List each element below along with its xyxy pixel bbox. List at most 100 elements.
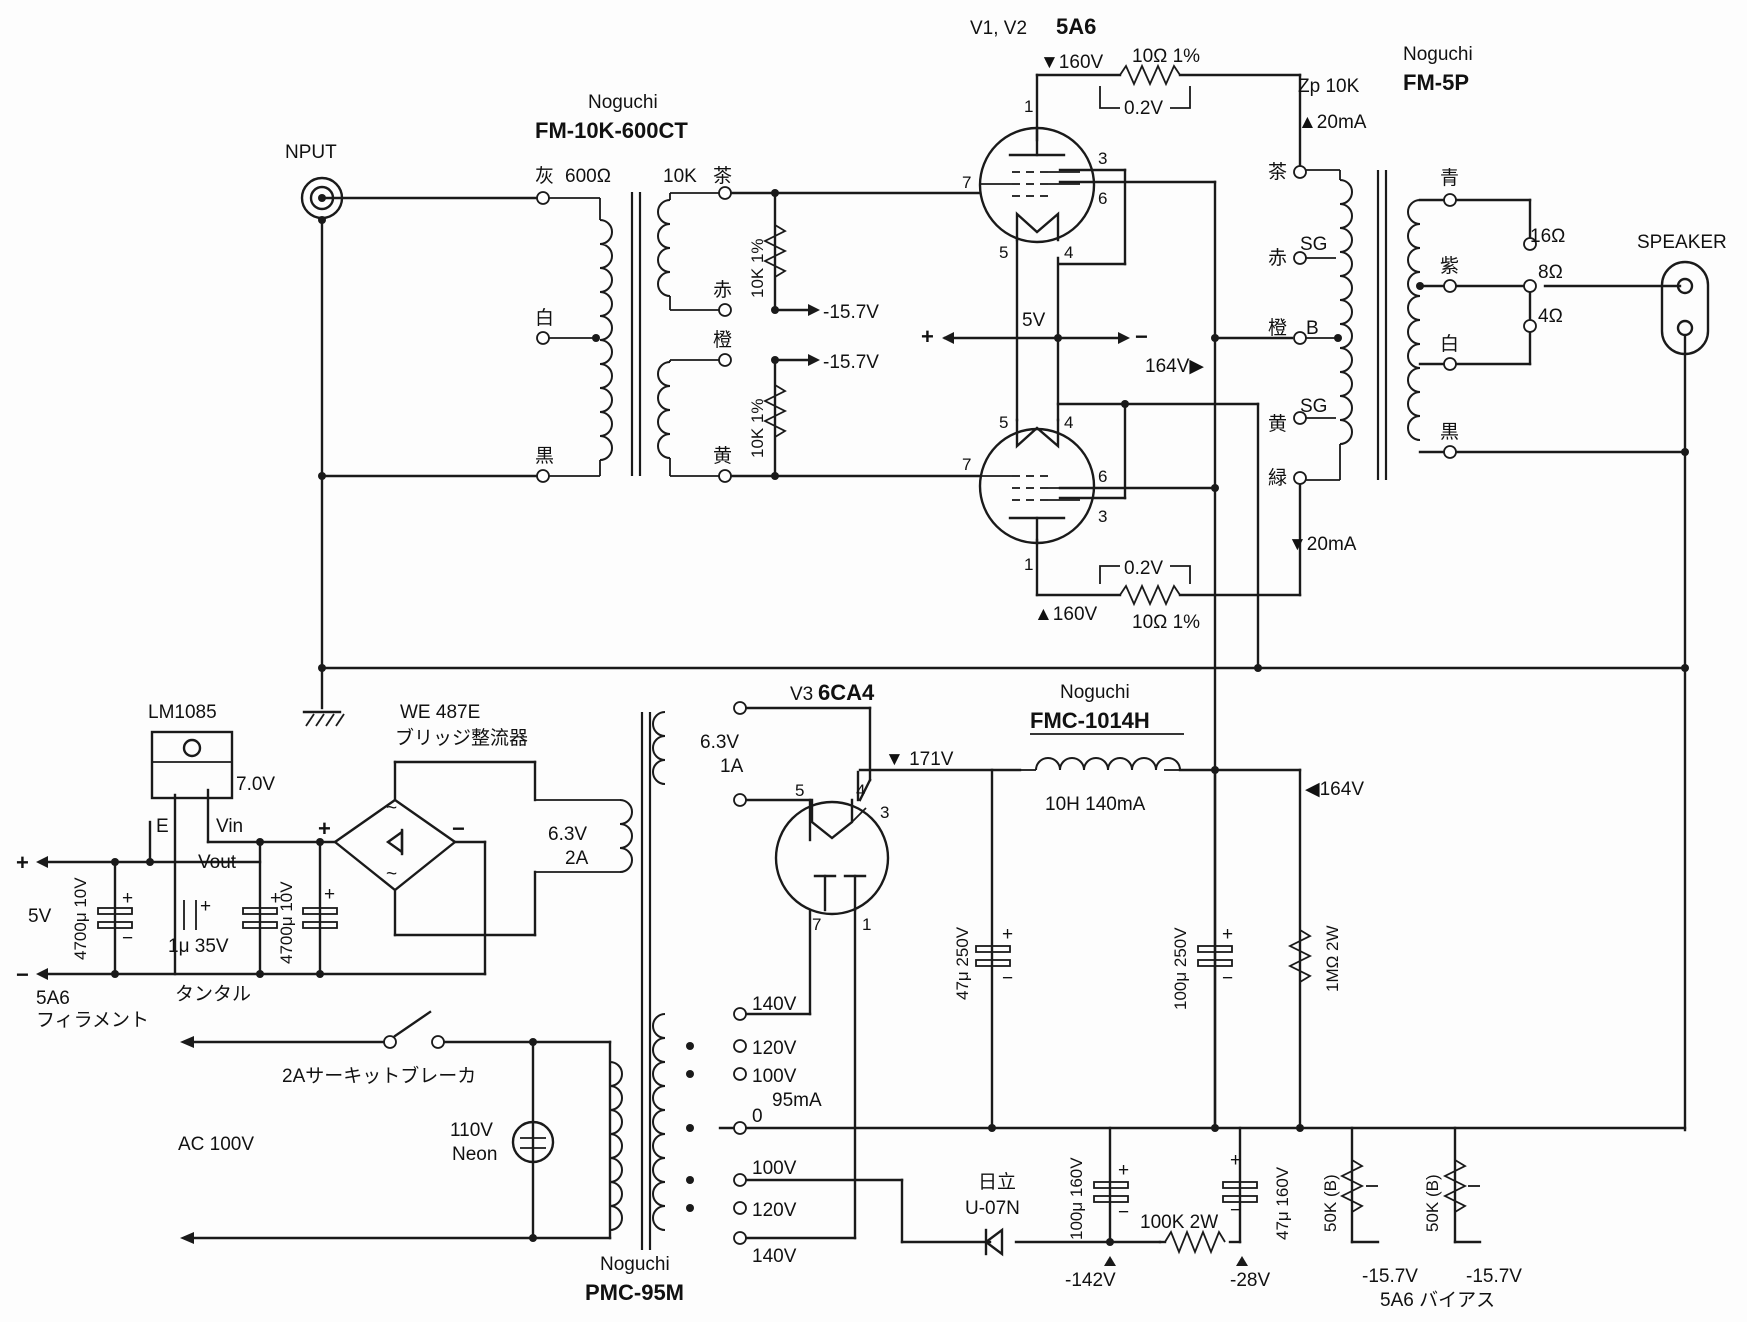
hv-filter: Noguchi FMC-1014H 10H 140mA ◀164V + − 47… [953, 682, 1364, 1010]
svg-text:1: 1 [862, 915, 871, 934]
svg-text:3: 3 [880, 803, 889, 822]
plate-resistors: 10Ω 1% 0.2V ▼160V 0.2V 10Ω 1% ▲160V ▲20m… [1034, 46, 1367, 633]
svg-text:−: − [452, 816, 465, 841]
svg-text:100K 2W: 100K 2W [1140, 1212, 1218, 1233]
svg-text:6: 6 [1098, 189, 1107, 208]
svg-text:Zp 10K: Zp 10K [1298, 76, 1360, 97]
svg-text:16Ω: 16Ω [1530, 226, 1565, 247]
filament-supply: LM1085 7.0V E Vin Vout ~ ~ + − WE 487E ブ… [16, 702, 528, 1031]
svg-text:▼ 171V: ▼ 171V [885, 749, 954, 770]
r-10k-1: 10K 1% [748, 238, 767, 298]
svg-text:日立: 日立 [978, 1171, 1016, 1193]
svg-text:100μ 250V: 100μ 250V [1171, 927, 1190, 1010]
filament-5v: + 5V − 164V▶ [921, 310, 1204, 377]
svg-text:Noguchi: Noguchi [1403, 44, 1473, 65]
svg-text:10Ω 1%: 10Ω 1% [1132, 612, 1200, 633]
svg-text:黒: 黒 [1440, 422, 1459, 443]
svg-text:SG: SG [1300, 234, 1327, 255]
svg-text:−: − [1230, 1200, 1241, 1221]
svg-text:橙: 橙 [1268, 317, 1287, 339]
svg-text:1A: 1A [720, 756, 744, 777]
junction-dots [111, 189, 1689, 1246]
svg-text:4: 4 [1064, 413, 1073, 432]
svg-text:Neon: Neon [452, 1144, 497, 1165]
tap-black: 黒 [535, 446, 554, 467]
svg-text:B: B [1306, 318, 1319, 339]
svg-text:+: + [324, 884, 335, 905]
svg-text:▲160V: ▲160V [1034, 604, 1098, 625]
svg-text:−: − [16, 962, 29, 987]
svg-text:+: + [318, 816, 331, 841]
svg-text:0.2V: 0.2V [1124, 558, 1163, 579]
svg-text:+: + [1002, 924, 1013, 945]
svg-text:0.2V: 0.2V [1124, 98, 1163, 119]
svg-text:▲20mA: ▲20mA [1298, 112, 1367, 133]
svg-text:4700μ 10V: 4700μ 10V [277, 881, 296, 964]
svg-text:120V: 120V [752, 1038, 797, 1059]
svg-text:4700μ 10V: 4700μ 10V [71, 877, 90, 960]
grid-resistors: 10K 1% 10K 1% -15.7V -15.7V [748, 224, 879, 458]
svg-text:+: + [1222, 924, 1233, 945]
svg-text:47μ 250V: 47μ 250V [953, 926, 972, 1000]
svg-text:+: + [16, 850, 29, 875]
svg-text:7: 7 [962, 173, 971, 192]
svg-text:SG: SG [1300, 396, 1327, 417]
svg-text:+: + [200, 896, 211, 917]
neg157-1: -15.7V [823, 302, 879, 323]
input-jack[interactable]: NPUT [285, 142, 344, 220]
tube-v2: 5 4 7 6 3 1 [962, 413, 1107, 574]
svg-text:5A6 バイアス: 5A6 バイアス [1380, 1290, 1495, 1311]
neg157-2: -15.7V [823, 352, 879, 373]
svg-text:10H 140mA: 10H 140mA [1045, 794, 1146, 815]
svg-text:−: − [1135, 324, 1148, 349]
svg-text:+: + [1230, 1150, 1241, 1171]
svg-text:7: 7 [812, 915, 821, 934]
svg-text:−: − [1002, 968, 1013, 989]
in-tr-brand: Noguchi [588, 92, 658, 113]
svg-text:+: + [270, 888, 281, 909]
svg-text:4: 4 [1064, 243, 1073, 262]
svg-text:6.3V: 6.3V [700, 732, 739, 753]
svg-text:-15.7V: -15.7V [1362, 1266, 1418, 1287]
svg-text:AC 100V: AC 100V [178, 1134, 254, 1155]
svg-text:1μ 35V: 1μ 35V [168, 936, 229, 957]
tube-v1v2-ref: V1, V2 [970, 18, 1027, 39]
tube-v1: 1 3 7 6 5 4 [962, 97, 1107, 262]
svg-text:青: 青 [1440, 167, 1459, 189]
svg-text:5V: 5V [1022, 310, 1046, 331]
svg-text:−: − [1118, 1202, 1129, 1223]
svg-text:6: 6 [1098, 467, 1107, 486]
svg-text:+: + [921, 324, 934, 349]
input-label: NPUT [285, 142, 337, 163]
svg-text:140V: 140V [752, 994, 797, 1015]
svg-text:▼20mA: ▼20mA [1288, 534, 1357, 555]
svg-text:3: 3 [1098, 507, 1107, 526]
svg-text:5: 5 [999, 243, 1008, 262]
svg-text:-28V: -28V [1230, 1270, 1270, 1291]
svg-text:FMC-1014H: FMC-1014H [1030, 708, 1150, 733]
svg-text:10Ω 1%: 10Ω 1% [1132, 46, 1200, 67]
svg-text:95mA: 95mA [772, 1090, 822, 1111]
svg-text:黄: 黄 [1268, 413, 1287, 435]
svg-text:1MΩ 2W: 1MΩ 2W [1323, 925, 1342, 992]
svg-text:-15.7V: -15.7V [1466, 1266, 1522, 1287]
svg-text:5: 5 [999, 413, 1008, 432]
svg-text:7: 7 [962, 455, 971, 474]
svg-text:Noguchi: Noguchi [600, 1254, 670, 1275]
tube-v3: 5 4 3 7 1 V3 6CA4 ▼ 171V [774, 680, 954, 934]
svg-text:白: 白 [1440, 333, 1459, 355]
svg-text:茶: 茶 [1268, 161, 1287, 183]
svg-text:~: ~ [386, 864, 397, 885]
svg-text:+: + [122, 888, 133, 909]
svg-text:◀164V: ◀164V [1305, 779, 1364, 800]
svg-text:紫: 紫 [1440, 255, 1459, 277]
svg-text:6CA4: 6CA4 [818, 680, 875, 705]
svg-text:+: + [1118, 1160, 1129, 1181]
tap-orange: 橙 [713, 329, 732, 351]
svg-text:LM1085: LM1085 [148, 702, 217, 723]
svg-text:50K (B): 50K (B) [1321, 1174, 1340, 1232]
svg-text:~: ~ [386, 798, 397, 819]
svg-text:▼160V: ▼160V [1040, 52, 1104, 73]
speaker-terminal[interactable]: SPEAKER [1637, 232, 1727, 356]
tap-brown: 茶 [713, 165, 732, 187]
